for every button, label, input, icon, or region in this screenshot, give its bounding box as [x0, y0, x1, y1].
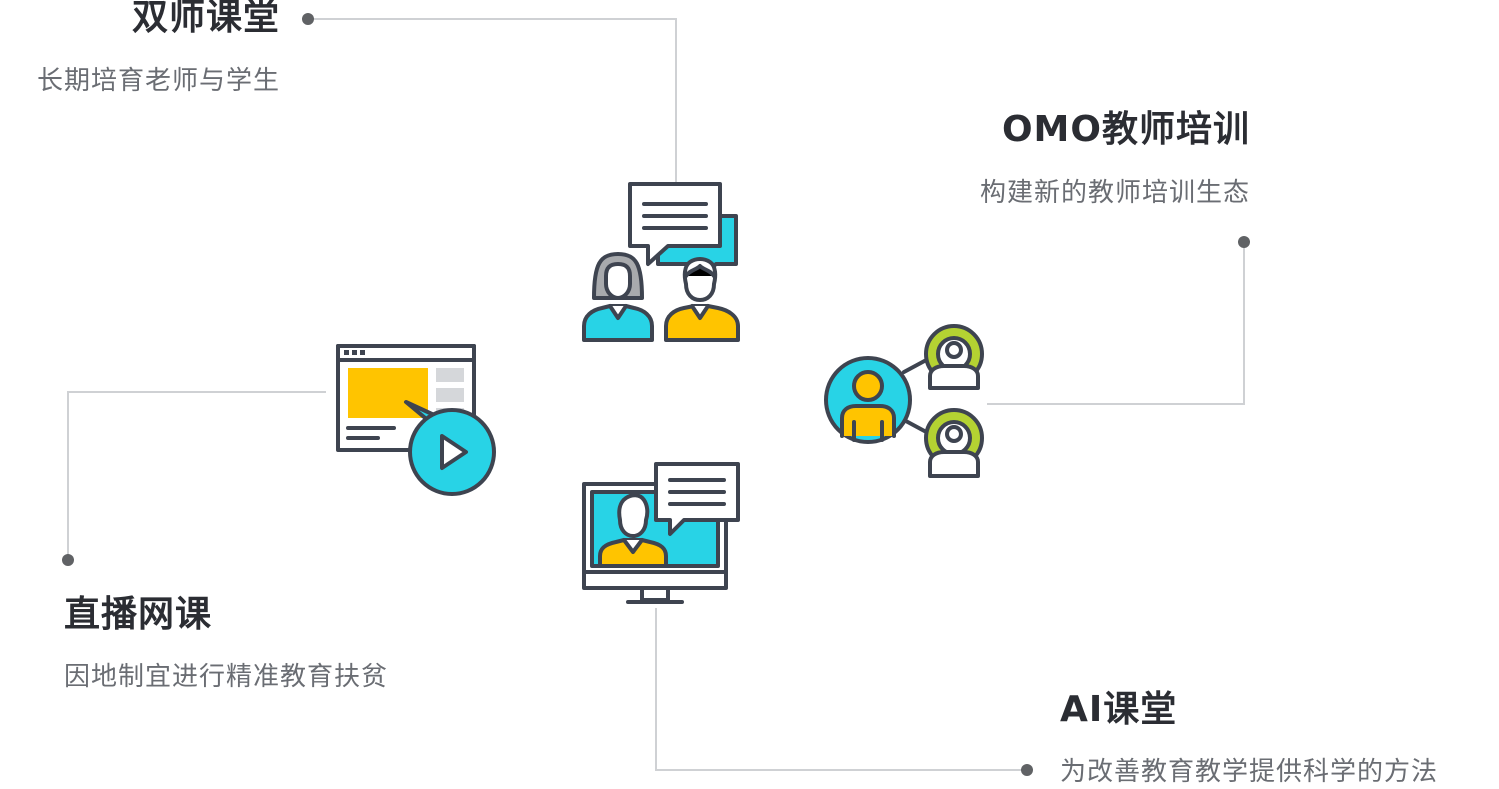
connector-dual-teacher [308, 18, 677, 183]
connector-ai-classroom [655, 608, 1027, 771]
live-course-title: 直播网课 [64, 594, 213, 635]
dual-teacher-desc: 长期培育老师与学生 [36, 66, 280, 96]
connector-live-course [67, 391, 326, 560]
connector-dot [1238, 236, 1250, 248]
chat-people-icon [582, 182, 740, 342]
dual-teacher-title: 双师课堂 [131, 0, 280, 38]
ai-classroom-desc: 为改善教育教学提供科学的方法 [1060, 757, 1439, 787]
connector-dot [1021, 764, 1033, 776]
live-course-desc: 因地制宜进行精准教育扶贫 [64, 662, 389, 692]
omo-training-desc: 构建新的教师培训生态 [979, 178, 1250, 208]
network-people-icon [824, 324, 984, 478]
omo-training-title: OMO教师培训 [1001, 109, 1250, 150]
connector-dot [302, 13, 314, 25]
connector-dot [62, 554, 74, 566]
monitor-chat-icon [582, 462, 740, 604]
connector-omo-training [987, 242, 1245, 405]
video-play-icon [336, 344, 496, 496]
ai-classroom-title: AI课堂 [1060, 689, 1178, 730]
